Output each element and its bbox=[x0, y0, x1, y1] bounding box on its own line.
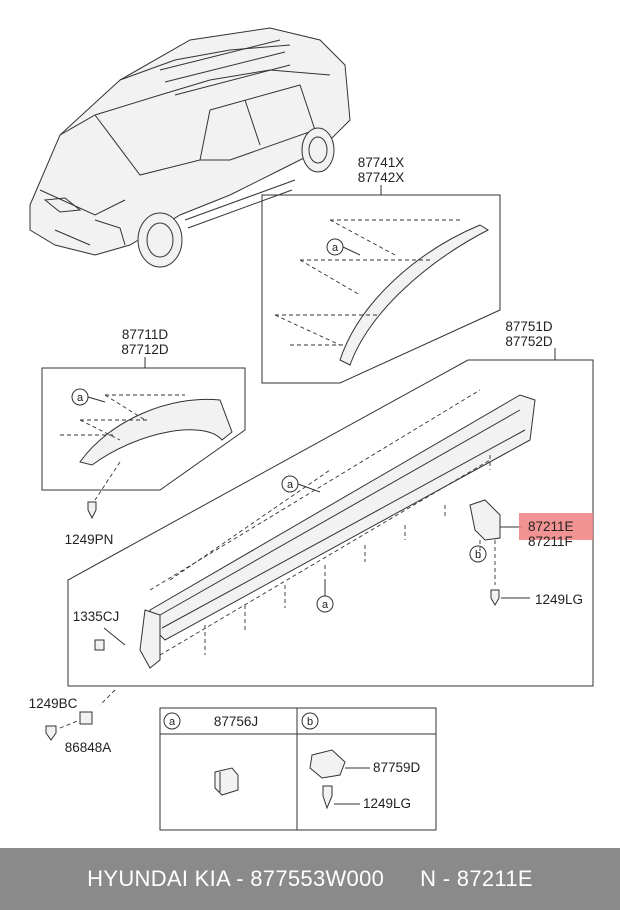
label-1249LG: 1249LG bbox=[535, 592, 583, 607]
footer-brand-part-number: HYUNDAI KIA - 877553W000 bbox=[87, 866, 385, 891]
callout-b-sill: b bbox=[475, 549, 481, 561]
label-87211E: 87211E bbox=[528, 519, 574, 534]
legend-part-1249LG: 1249LG bbox=[363, 796, 411, 811]
fender-moulding-front-group bbox=[41, 357, 246, 520]
label-87742X: 87742X bbox=[358, 170, 405, 185]
label-1249PN: 1249PN bbox=[65, 532, 114, 547]
legend-letter-a: a bbox=[169, 716, 176, 728]
parts-diagram: 87741X 87742X 87711D 87712D 87751D 87752… bbox=[29, 27, 594, 831]
side-sill-moulding-group bbox=[67, 348, 594, 706]
label-87711D: 87711D bbox=[122, 327, 169, 342]
fender-moulding-rear-group bbox=[261, 185, 501, 384]
callout-a-sill-top: a bbox=[287, 479, 294, 491]
label-87741X: 87741X bbox=[358, 155, 405, 170]
legend-part-87756J: 87756J bbox=[214, 714, 258, 729]
target-part-highlight bbox=[519, 513, 593, 540]
fasteners-bottom-left bbox=[45, 711, 93, 741]
callout-a-sill-bottom: a bbox=[322, 599, 329, 611]
part-number-footer: HYUNDAI KIA - 877553W000 N - 87211E bbox=[0, 848, 620, 910]
label-87712D: 87712D bbox=[121, 342, 169, 357]
legend-table bbox=[159, 707, 437, 831]
label-1335CJ: 1335CJ bbox=[73, 609, 120, 624]
label-87211F: 87211F bbox=[528, 534, 573, 549]
legend-part-87759D: 87759D bbox=[373, 760, 421, 775]
callout-a-upper-box: a bbox=[332, 242, 339, 254]
label-87751D: 87751D bbox=[505, 319, 553, 334]
label-1249BC: 1249BC bbox=[29, 696, 78, 711]
footer-target-part: N - 87211E bbox=[420, 866, 533, 891]
label-86848A: 86848A bbox=[65, 740, 112, 755]
legend-letter-b: b bbox=[307, 716, 313, 728]
callout-a-left-box: a bbox=[77, 392, 84, 404]
label-87752D: 87752D bbox=[505, 334, 553, 349]
vehicle-illustration bbox=[29, 27, 351, 268]
